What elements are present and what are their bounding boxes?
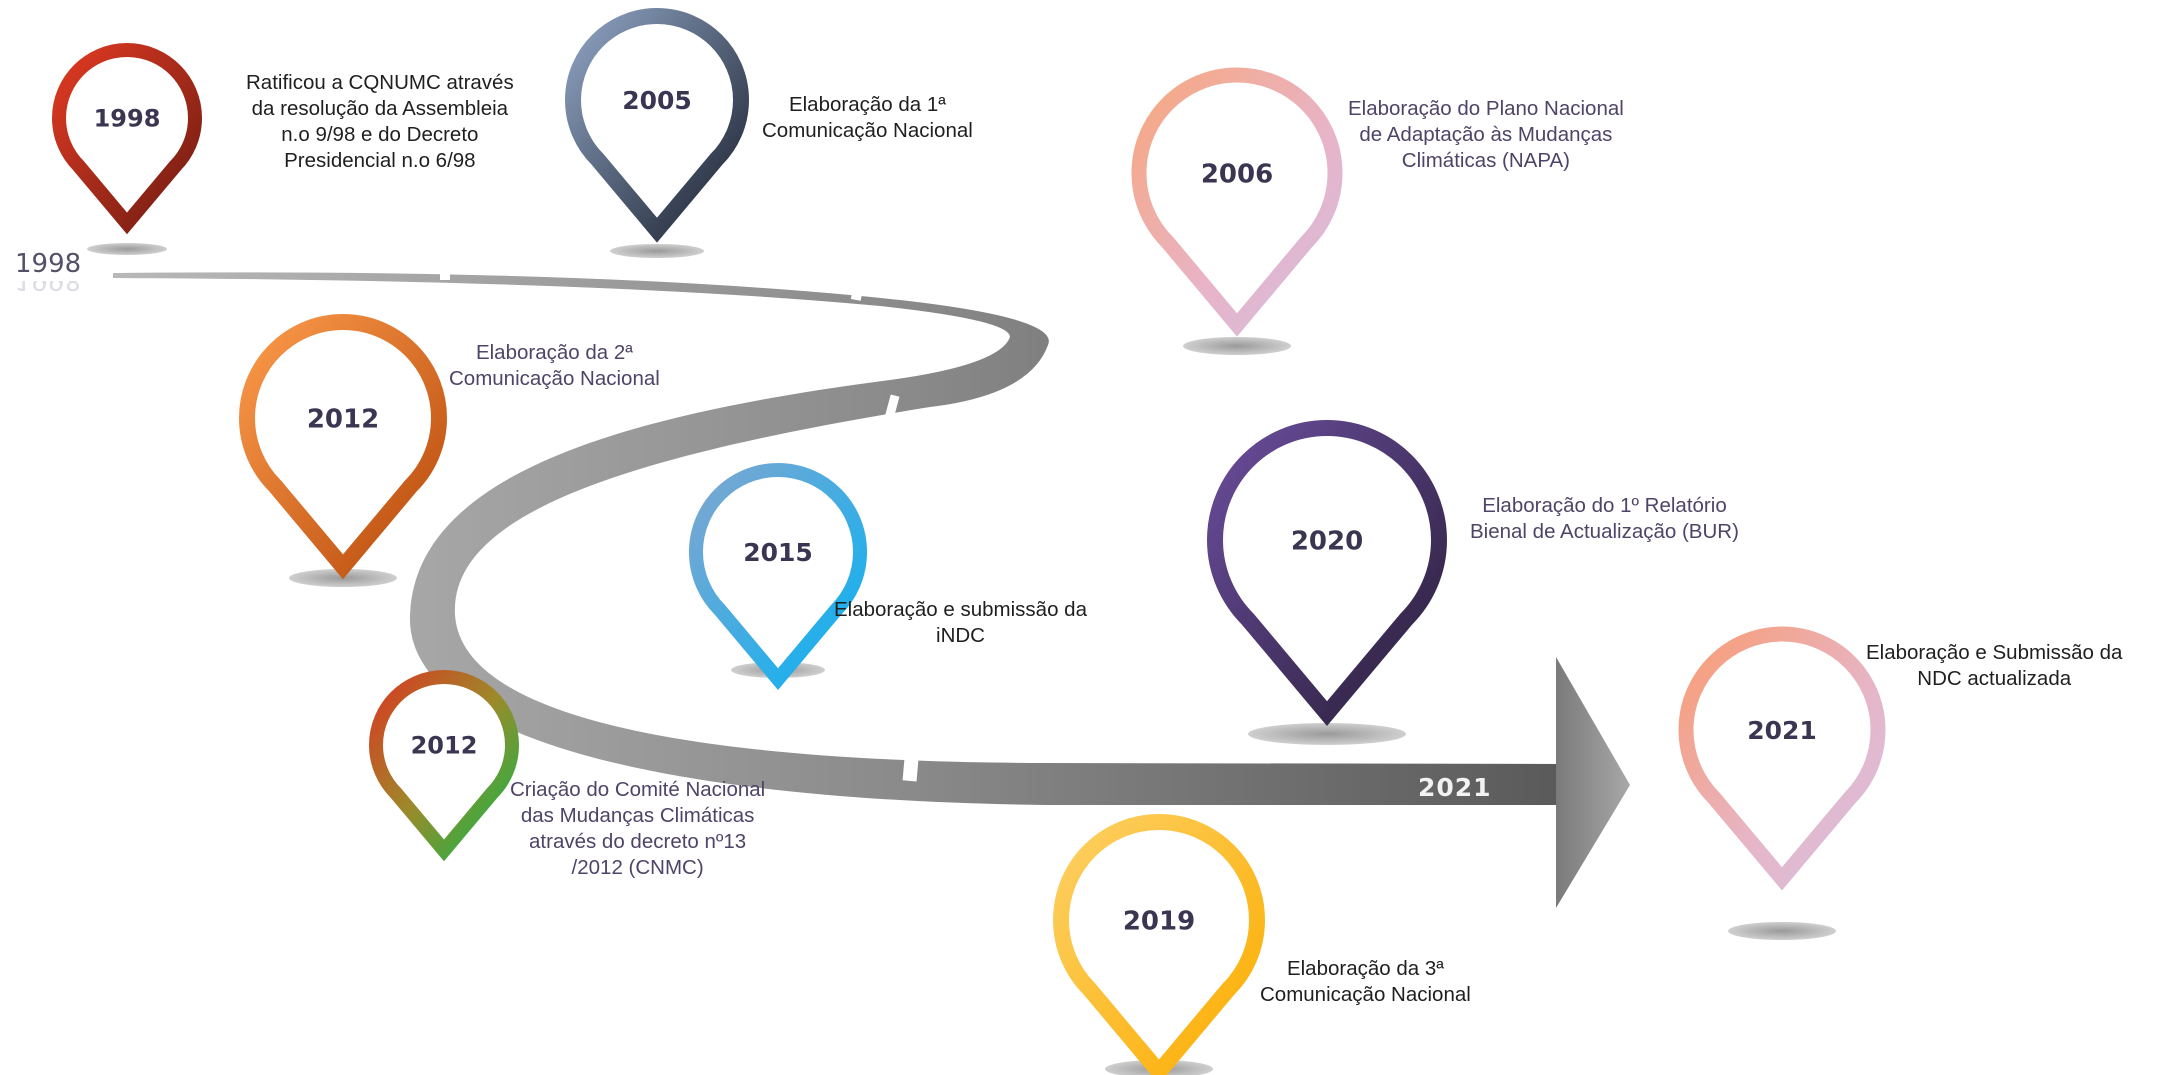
map-pin-icon — [239, 314, 447, 580]
pin-2015-m2015: 2015 — [689, 463, 867, 690]
pin-1998-m1998: 1998 — [52, 43, 202, 235]
milestone-2019-description: Elaboração da 3ª Comunicação Nacional — [1260, 956, 1471, 1008]
milestone-2015-line: Elaboração e submissão da — [834, 598, 1087, 621]
milestone-1998-line: Ratificou a CQNUMC através — [246, 71, 514, 94]
map-pin-icon — [565, 8, 749, 243]
map-pin-icon — [52, 43, 202, 235]
milestone-1998-line: da resolução da Assembleia — [251, 97, 509, 120]
timeline-end-label: 2021 — [1418, 773, 1492, 802]
milestone-1998-line: n.o 9/98 e do Decreto — [281, 123, 479, 146]
pin-year-label: 2020 — [1291, 526, 1363, 556]
pin-2005-m2005: 2005 — [565, 8, 749, 243]
timeline-road — [113, 272, 1630, 908]
milestone-2012-line: Comunicação Nacional — [449, 367, 660, 390]
pin-year-label: 2012 — [411, 732, 478, 760]
milestone-2020-line: Bienal de Actualização (BUR) — [1470, 520, 1739, 543]
milestone-2015-line: iNDC — [936, 624, 985, 647]
milestone-2006-description: Elaboração do Plano Nacional de Adaptaçã… — [1348, 96, 1624, 174]
milestone-2006-line: Climáticas (NAPA) — [1401, 149, 1570, 172]
map-pin-icon — [369, 670, 519, 862]
milestone-1998-description: Ratificou a CQNUMC através da resolução … — [246, 70, 514, 174]
milestone-2021-line: NDC actualizada — [1917, 667, 2072, 690]
milestone-2005-line: Comunicação Nacional — [762, 119, 973, 142]
map-pin-icon — [689, 463, 867, 690]
map-pin-icon — [1053, 814, 1265, 1075]
map-pin-icon — [1131, 67, 1343, 337]
milestone-2021-description: Elaboração e Submissão da NDC actualizad… — [1866, 640, 2122, 692]
pin-2021-m2021: 2021 — [1678, 626, 1886, 891]
pin-2020-m2020: 2020 — [1207, 420, 1447, 727]
pin-year-label: 1998 — [94, 105, 161, 133]
milestone-2012-line: Criação do Comité Nacional — [510, 778, 766, 801]
milestone-2012-second-communication-description: Elaboração da 2ª Comunicação Nacional — [449, 340, 660, 392]
milestone-2019-line: Elaboração da 3ª — [1286, 957, 1444, 980]
milestone-2006-line: Elaboração do Plano Nacional — [1348, 97, 1624, 120]
milestone-1998-line: Presidencial n.o 6/98 — [284, 149, 476, 172]
milestone-2012-line: através do decreto nº13 — [529, 830, 747, 853]
milestone-2020-description: Elaboração do 1º Relatório Bienal de Act… — [1470, 493, 1739, 545]
pin-2012-m2012b: 2012 — [369, 670, 519, 862]
pin-2019-m2019: 2019 — [1053, 814, 1265, 1075]
map-pin-icon — [1678, 626, 1886, 891]
milestone-2012-line: /2012 (CNMC) — [571, 856, 704, 879]
milestone-2012-line: das Mudanças Climáticas — [520, 804, 755, 827]
pin-year-label: 2012 — [307, 404, 379, 434]
pin-year-label: 2005 — [622, 86, 692, 115]
pin-2012-m2012a: 2012 — [239, 314, 447, 580]
milestone-2012-committee-description: Criação do Comité Nacional das Mudanças … — [510, 777, 765, 881]
map-pin-icon — [1207, 420, 1447, 727]
pin-year-label: 2015 — [743, 538, 813, 567]
milestone-2015-description: Elaboração e submissão da iNDC — [834, 597, 1087, 649]
milestone-2005-line: Elaboração da 1ª — [788, 93, 946, 116]
milestone-2019-line: Comunicação Nacional — [1260, 983, 1471, 1006]
milestone-2005-description: Elaboração da 1ª Comunicação Nacional — [762, 92, 973, 144]
timeline-start-label: 1998 — [15, 249, 81, 279]
timeline-start-label-reflection: 1998 — [15, 265, 81, 295]
map-pins: 1998 2005 2006 2012 2015 2020 2012 2021 2019 — [52, 8, 1886, 1075]
milestone-2020-line: Elaboração do 1º Relatório — [1482, 494, 1727, 517]
pin-2006-m2006: 2006 — [1131, 67, 1343, 337]
pin-year-label: 2006 — [1201, 159, 1273, 189]
pin-year-label: 2019 — [1123, 906, 1195, 936]
milestone-2012-line: Elaboração da 2ª — [475, 341, 633, 364]
milestone-2006-line: de Adaptação às Mudanças — [1359, 123, 1613, 146]
milestone-2021-line: Elaboração e Submissão da — [1866, 641, 2123, 664]
pin-year-label: 2021 — [1747, 716, 1817, 745]
